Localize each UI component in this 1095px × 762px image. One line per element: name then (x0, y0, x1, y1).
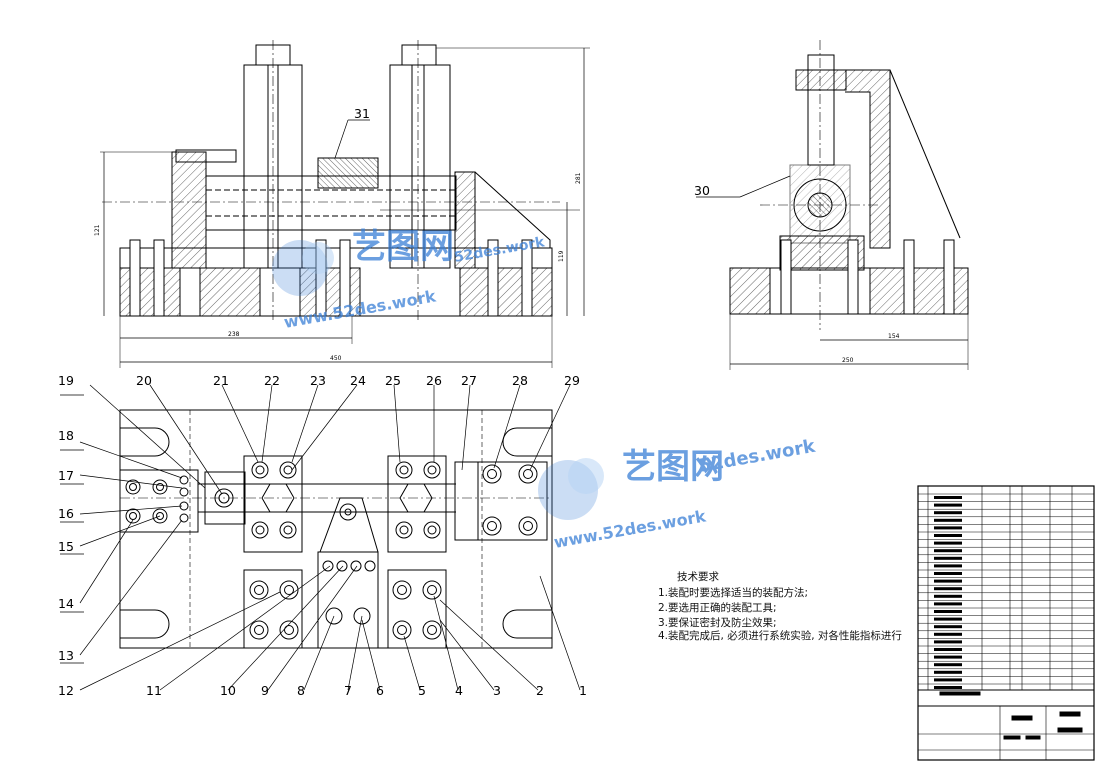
parts-list-entry (934, 686, 962, 689)
parts-list-entry (934, 670, 962, 674)
tech-req-item-4: 4.装配完成后, 必须进行系统实验, 对各性能指标进行 (658, 630, 902, 642)
parts-list-entry (934, 610, 962, 613)
parts-list-entry (934, 549, 962, 553)
parts-list-entry (934, 617, 962, 621)
callout-27: 27 (461, 373, 477, 388)
parts-list-entry (934, 648, 962, 651)
callout-10: 10 (220, 683, 236, 698)
front-view (100, 40, 590, 368)
dim-119: 119 (558, 250, 565, 262)
callout-24: 24 (350, 373, 366, 388)
callout-18: 18 (58, 428, 74, 443)
callout-7: 7 (344, 683, 352, 698)
callout-25: 25 (385, 373, 401, 388)
top-view (119, 409, 553, 649)
dim-250: 250 (842, 357, 854, 364)
callout-16: 16 (58, 506, 74, 521)
side-labels: 154 250 30 (694, 183, 900, 364)
parts-list-entry (934, 496, 962, 499)
callout-6: 6 (376, 683, 384, 698)
parts-list-entry (934, 526, 962, 530)
callout-2: 2 (536, 683, 544, 698)
watermark-center: 艺图网 52des.work www.52des.work (272, 227, 546, 332)
callout-20: 20 (136, 373, 152, 388)
callout-13: 13 (58, 648, 74, 663)
callout-5: 5 (418, 683, 426, 698)
dim-238: 238 (228, 331, 240, 338)
parts-list-entry (934, 632, 962, 636)
callout-26: 26 (426, 373, 442, 388)
parts-list-entry (934, 587, 962, 591)
tech-req-item-3: 3.要保证密封及防尘效果; (658, 617, 777, 629)
callout-21: 21 (213, 373, 229, 388)
tech-req-item-2: 2.要选用正确的装配工具; (658, 602, 777, 614)
callout-8: 8 (297, 683, 305, 698)
callout-12: 12 (58, 683, 74, 698)
top-view-bolts (125, 461, 538, 640)
callout-11: 11 (146, 683, 162, 698)
watermark-brand-right: 艺图网 (622, 447, 724, 487)
callout-14: 14 (58, 596, 74, 611)
dim-450: 450 (330, 355, 342, 362)
side-view (696, 40, 969, 370)
parts-list-entry (934, 556, 962, 560)
parts-list-entry (934, 518, 962, 522)
parts-list-entry (934, 534, 962, 537)
top-view-callouts: 1 2 3 4 5 6 7 8 9 10 11 12 13 14 15 16 1… (58, 373, 587, 698)
callout-4: 4 (455, 683, 463, 698)
front-left-support (171, 151, 207, 269)
tech-req-title: 技术要求 (677, 571, 719, 583)
parts-list-entry (934, 602, 962, 606)
parts-list-entry (934, 678, 962, 682)
top-base-plate (119, 409, 553, 649)
parts-list-entry (934, 503, 962, 507)
callout-22: 22 (264, 373, 280, 388)
callout-17: 17 (58, 468, 74, 483)
parts-list-entry (934, 511, 962, 515)
tech-req-item-1: 1.装配时要选择适当的装配方法; (658, 587, 809, 599)
parts-list-entry (934, 655, 962, 659)
callout-1: 1 (579, 683, 587, 698)
parts-list-entry (934, 594, 962, 598)
parts-list-entry (934, 640, 962, 644)
callout-19: 19 (58, 373, 74, 388)
callout-31: 31 (354, 106, 370, 121)
callout-15: 15 (58, 539, 74, 554)
callout-9: 9 (261, 683, 269, 698)
parts-list-entry (934, 541, 962, 545)
dim-281: 281 (575, 172, 582, 184)
parts-list-entry (934, 663, 962, 667)
parts-list (917, 485, 1095, 761)
parts-list-entry (934, 579, 962, 583)
parts-list-entry (934, 572, 962, 575)
top-view-leaders (60, 384, 581, 691)
callout-28: 28 (512, 373, 528, 388)
callout-29: 29 (564, 373, 580, 388)
parts-list-entry (934, 564, 962, 568)
callout-3: 3 (493, 683, 501, 698)
watermark-url-right-top: 52des.work (697, 436, 817, 477)
callout-23: 23 (310, 373, 326, 388)
dim-154: 154 (888, 333, 900, 340)
front-dimension-labels: 121 119 281 238 450 31 (94, 106, 582, 362)
watermark-brand-center: 艺图网 (352, 227, 454, 267)
dim-121: 121 (94, 224, 101, 236)
watermark-right: 艺图网 52des.work www.52des.work (538, 436, 818, 552)
callout-30: 30 (694, 183, 710, 198)
parts-list-entry (934, 625, 962, 629)
